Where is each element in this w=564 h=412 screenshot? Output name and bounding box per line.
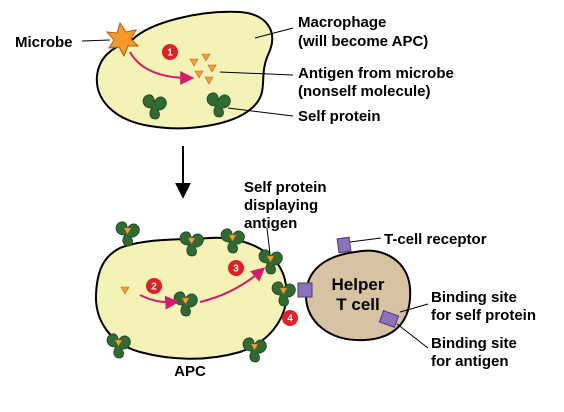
tcell-receptor-label: T-cell receptor xyxy=(384,231,487,248)
binding-antigen-sublabel: for antigen xyxy=(431,353,509,370)
step-marker-4: 4 xyxy=(282,310,298,326)
macrophage-leader xyxy=(254,27,294,39)
displaying-leader xyxy=(266,227,271,255)
macrophage-sublabel: (will become APC) xyxy=(298,33,428,50)
svg-text:2: 2 xyxy=(151,282,157,293)
antigen-leader xyxy=(219,71,294,76)
svg-text:3: 3 xyxy=(233,264,239,275)
step-marker-2: 2 xyxy=(146,278,162,294)
processing-arrow xyxy=(139,294,180,310)
step-marker-3: 3 xyxy=(228,260,244,276)
apc-label: APC xyxy=(174,363,206,380)
self-protein-leader xyxy=(227,107,294,117)
antigen-label: Antigen from microbe xyxy=(298,65,454,82)
microbe-icon xyxy=(105,21,140,58)
tcell-receptor-leader xyxy=(349,237,382,243)
antigen-sublabel: (nonself molecule) xyxy=(298,83,431,100)
svg-text:4: 4 xyxy=(287,314,293,325)
tcell-receptors xyxy=(297,236,400,329)
binding-antigen-label: Binding site xyxy=(431,335,517,352)
self-protein-label: Self protein xyxy=(298,108,381,125)
binding-antigen-leader xyxy=(396,323,429,349)
binding-self-label: Binding site xyxy=(431,289,517,306)
microbe-label: Microbe xyxy=(15,34,73,51)
displaying-sublabel-1: displaying xyxy=(244,197,318,214)
transport-arrow xyxy=(199,267,266,303)
microbe-leader xyxy=(81,39,111,42)
binding-self-sublabel: for self protein xyxy=(431,307,536,324)
helper-tcell-sublabel: T cell xyxy=(336,295,379,314)
svg-text:1: 1 xyxy=(167,48,173,59)
displaying-label: Self protein xyxy=(244,179,327,196)
binding-self-leader xyxy=(399,303,429,313)
displaying-sublabel-2: antigen xyxy=(244,215,297,232)
macrophage-label: Macrophage xyxy=(298,14,386,31)
step-marker-1: 1 xyxy=(162,44,178,60)
ingestion-arrow xyxy=(129,51,195,85)
helper-tcell-label: Helper xyxy=(332,275,385,294)
